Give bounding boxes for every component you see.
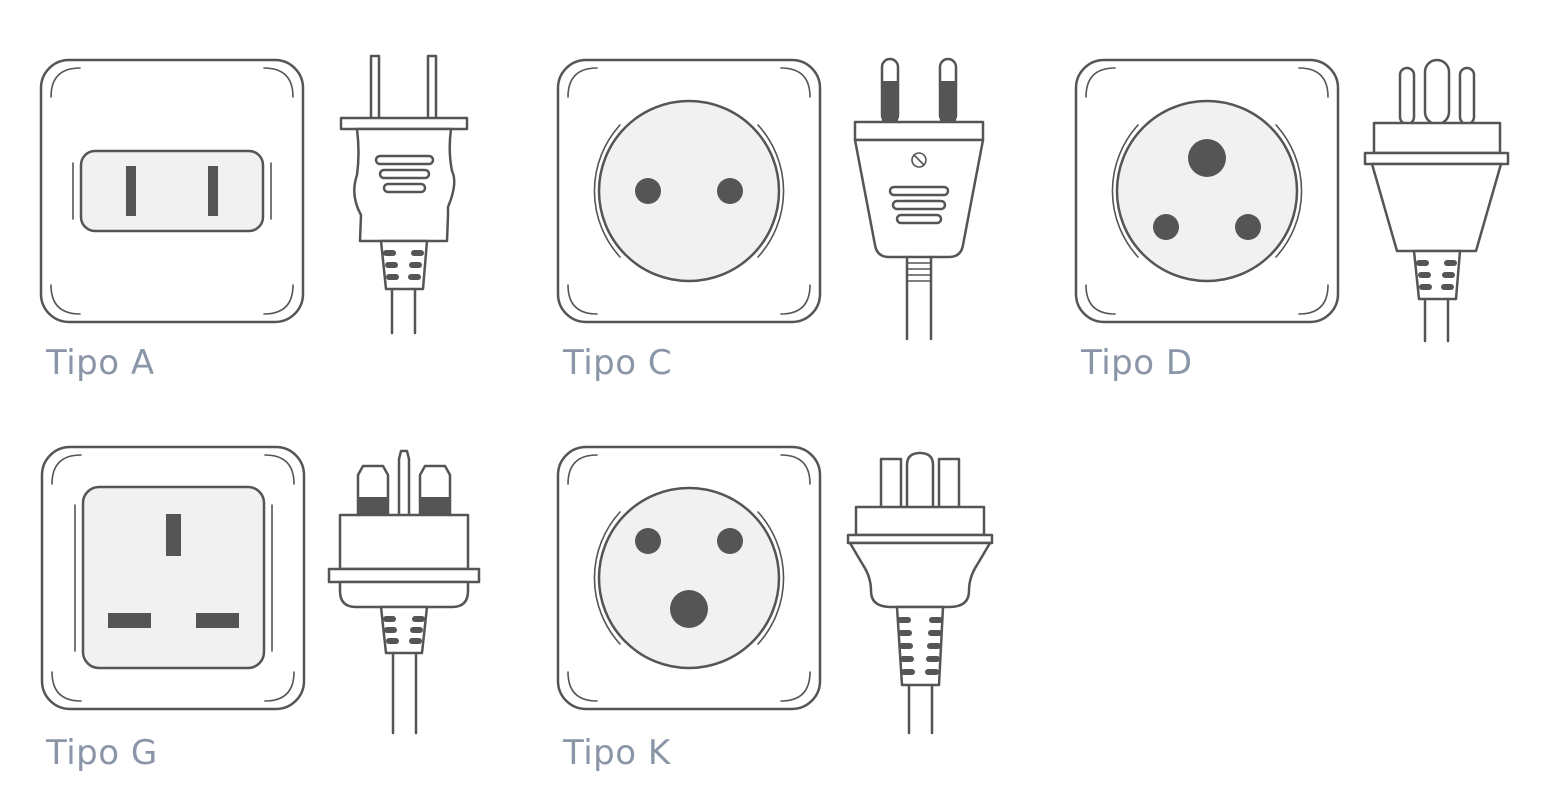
plug-type-a: Tipo A xyxy=(39,54,480,395)
plug-type-g-icon xyxy=(327,449,481,735)
type-label: Tipo A xyxy=(46,343,155,383)
socket-type-d-icon xyxy=(1074,58,1340,324)
socket-type-a-icon xyxy=(39,58,305,324)
plug-type-c: Tipo C xyxy=(556,55,997,395)
plug-type-a-icon xyxy=(339,54,469,335)
type-label: Tipo G xyxy=(46,733,158,773)
socket-type-k-icon xyxy=(556,445,822,711)
plug-type-g: Tipo G xyxy=(40,445,481,785)
type-label: Tipo D xyxy=(1081,343,1193,383)
socket-type-g-icon xyxy=(40,445,306,711)
plug-type-d: Tipo D xyxy=(1074,55,1515,395)
plug-type-c-icon xyxy=(853,57,985,341)
plug-type-k-icon xyxy=(846,451,994,735)
plug-type-k: Tipo K xyxy=(556,445,997,785)
plug-type-d-icon xyxy=(1363,58,1510,343)
type-label: Tipo C xyxy=(563,343,673,383)
type-label: Tipo K xyxy=(563,733,671,773)
socket-type-c-icon xyxy=(556,58,822,324)
